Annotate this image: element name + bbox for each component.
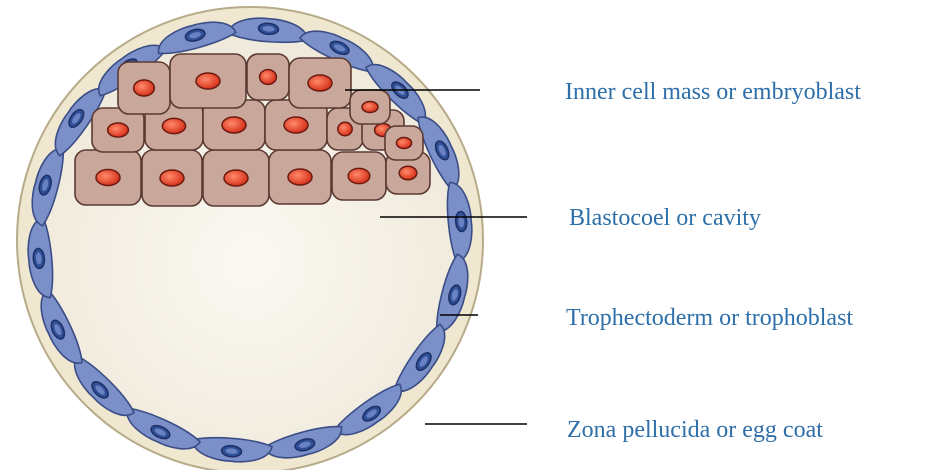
icm-cell [203, 150, 269, 206]
icm-nucleus [160, 170, 184, 186]
icm-nucleus [108, 123, 129, 137]
icm-nucleus [260, 70, 277, 85]
icm-cell [269, 150, 331, 204]
icm-nucleus [399, 166, 417, 179]
icm-nucleus [396, 138, 411, 149]
icm-cell [385, 126, 423, 160]
icm-cell [289, 58, 351, 108]
icm-nucleus [134, 80, 155, 96]
icm-cell [170, 54, 246, 108]
icm-nucleus [222, 117, 246, 133]
icm-nucleus [224, 170, 248, 186]
icm-nucleus [348, 168, 370, 183]
label-inner-cell-mass: Inner cell mass or embryoblast [565, 78, 861, 106]
icm-nucleus [162, 118, 185, 133]
label-zona-pellucida: Zona pellucida or egg coat [567, 416, 823, 444]
icm-cell [247, 54, 289, 100]
icm-cell [350, 90, 390, 124]
icm-cell [75, 150, 141, 205]
icm-cell [142, 150, 202, 206]
icm-nucleus [338, 122, 352, 135]
icm-nucleus [362, 102, 378, 113]
icm-nucleus [96, 170, 120, 186]
icm-nucleus [196, 73, 220, 89]
icm-nucleus [288, 169, 312, 185]
icm-nucleus [308, 75, 332, 91]
icm-cell [118, 62, 170, 114]
label-trophectoderm: Trophectoderm or trophoblast [566, 304, 853, 332]
icm-nucleus [284, 117, 308, 133]
label-blastocoel: Blastocoel or cavity [569, 204, 761, 232]
icm-cell [332, 152, 386, 200]
